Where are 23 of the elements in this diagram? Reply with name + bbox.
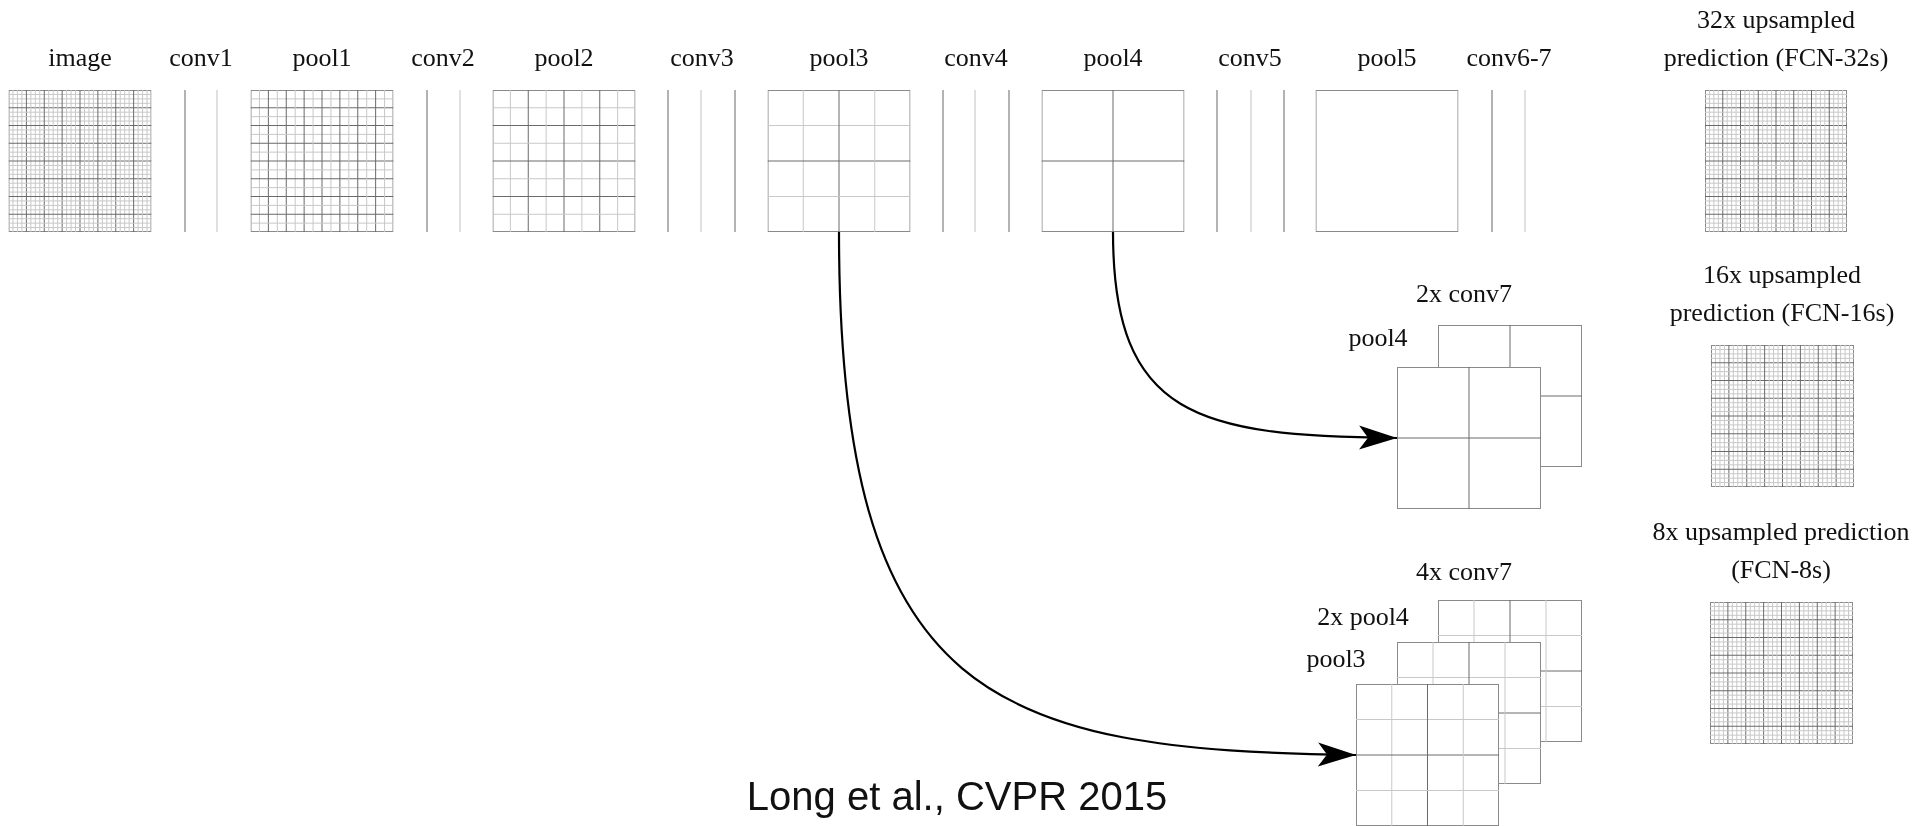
layer-label: pool1 xyxy=(292,42,352,74)
layer-label: 32x upsampled prediction (FCN-32s) xyxy=(1662,4,1890,74)
layer-label: 2x pool4 xyxy=(1317,601,1409,633)
arrow xyxy=(1111,231,1398,450)
layer-label: pool3 xyxy=(1306,643,1366,675)
layer-label: conv2 xyxy=(411,42,475,74)
layer-label: image xyxy=(48,42,112,74)
layer-label: pool3 xyxy=(809,42,869,74)
layer-label: conv4 xyxy=(944,42,1008,74)
layer-label: conv1 xyxy=(169,42,233,74)
citation-caption: Long et al., CVPR 2015 xyxy=(746,773,1168,819)
layer-label: pool4 xyxy=(1083,42,1143,74)
layer-label: pool2 xyxy=(534,42,594,74)
layer-label: pool5 xyxy=(1357,42,1417,74)
layer-label: 4x conv7 xyxy=(1416,556,1512,588)
layer-label: conv3 xyxy=(670,42,734,74)
layer-label: conv5 xyxy=(1218,42,1282,74)
arrow xyxy=(837,231,1357,766)
layer-label: 8x upsampled prediction (FCN-8s) xyxy=(1651,516,1911,586)
layer-label: 16x upsampled prediction (FCN-16s) xyxy=(1668,259,1896,329)
layer-label: pool4 xyxy=(1348,322,1408,354)
layer-label: conv6-7 xyxy=(1466,42,1552,74)
layer-label: 2x conv7 xyxy=(1416,278,1512,310)
